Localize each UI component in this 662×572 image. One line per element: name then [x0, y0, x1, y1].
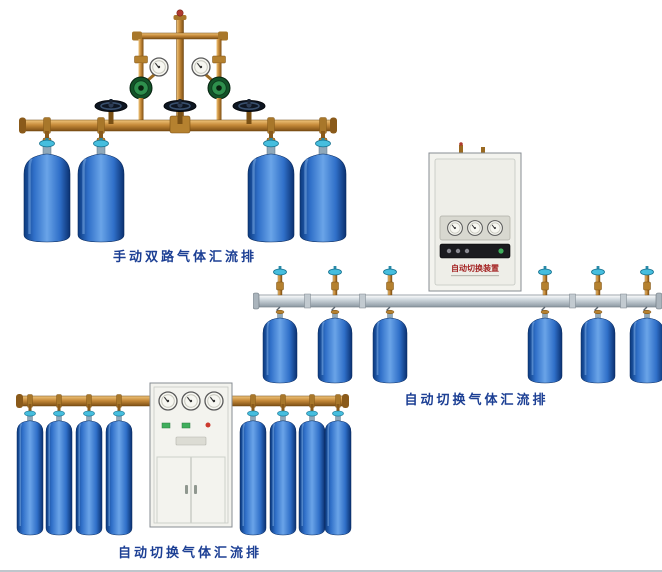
cylinder-station [527, 265, 563, 384]
panel-indicator-light [205, 422, 211, 428]
cabinet-gauge [467, 220, 483, 236]
cabinet-title: 自动切换装置 [451, 263, 499, 273]
riser-fitting [173, 15, 187, 20]
cylinder-station [372, 265, 408, 384]
cabinet-gauge [204, 391, 224, 411]
cylinder-station [239, 394, 267, 536]
gas-cylinder [45, 410, 73, 536]
cylinder-station [317, 265, 353, 384]
pipe-end-cap-left [253, 292, 260, 310]
cylinder-station [262, 265, 298, 384]
product-caption: 自动切换气体汇流排 [117, 546, 262, 561]
illustration-auto-switch-manifold: 自动切换装置 [253, 142, 662, 384]
illustration-auto-switch-manifold-2 [16, 382, 352, 536]
cylinder-station [580, 265, 616, 384]
panel-button [464, 248, 470, 254]
gas-cylinder [239, 410, 267, 536]
crossbar-elbow-right [218, 31, 228, 41]
cabinet-gauge [447, 220, 463, 236]
product-caption: 自动切换气体汇流排 [404, 393, 549, 408]
gas-cylinder [22, 136, 72, 244]
cylinder-station [298, 117, 348, 244]
pipe-end-cap-right [342, 394, 349, 408]
product-caption: 手动双路气体汇流排 [112, 250, 257, 265]
cylinder-station [75, 394, 103, 536]
valve-knob [591, 265, 605, 276]
control-cabinet [149, 382, 233, 528]
cabinet-label-plate [175, 436, 207, 446]
pressure-gauge [149, 57, 169, 77]
riser-cap [176, 9, 184, 17]
cylinder-station [269, 394, 297, 536]
gas-cylinder [298, 410, 326, 536]
cylinder-station [45, 394, 73, 536]
valve-knob [328, 265, 342, 276]
gas-cylinder [16, 410, 44, 536]
crossbar-elbow-left [132, 31, 142, 41]
gas-cylinder [372, 309, 408, 384]
panel-indicator-light [181, 422, 191, 429]
door-handle [185, 485, 188, 494]
pipe-end-cap-left [19, 117, 26, 134]
gas-cylinder [629, 309, 662, 384]
cylinder-station [16, 394, 44, 536]
cylinder-station [22, 117, 72, 244]
regulator-branch-right [191, 39, 231, 122]
valve-knob [383, 265, 397, 276]
cabinet-gauge [487, 220, 503, 236]
cylinder-station [105, 394, 133, 536]
gas-cylinder [76, 136, 126, 244]
panel-button [446, 248, 452, 254]
valve-knob [640, 265, 654, 276]
pressure-gauge [191, 57, 211, 77]
cylinder-station [324, 394, 352, 536]
pipe-end-cap-right [330, 117, 337, 134]
pipe-union [569, 293, 576, 309]
valve-knob [273, 265, 287, 276]
cabinet-doors [156, 456, 226, 524]
gas-cylinder [75, 410, 103, 536]
regulator-branch-left [129, 39, 169, 122]
pipe-union [359, 293, 366, 309]
gas-cylinder [105, 410, 133, 536]
pipe-union [620, 293, 627, 309]
gas-cylinder [269, 410, 297, 536]
gas-cylinder [527, 309, 563, 384]
cylinder-station [246, 117, 296, 244]
pipe-end-cap-right [655, 292, 662, 310]
cabinet-gauge [181, 391, 201, 411]
regulator-knob [207, 76, 231, 100]
door-handle [194, 485, 197, 494]
panel-indicator-light [498, 248, 504, 254]
control-panel [439, 243, 511, 259]
panel-button [455, 248, 461, 254]
gas-cylinder [324, 410, 352, 536]
valve-knob [538, 265, 552, 276]
gas-cylinder [580, 309, 616, 384]
cylinder-station [629, 265, 662, 384]
regulator-knob [129, 76, 153, 100]
pipe-end-cap-left [16, 394, 23, 408]
cylinder-station [76, 117, 126, 244]
control-cabinet: 自动切换装置 [428, 142, 522, 292]
manifold-pipe [254, 294, 661, 308]
pipe-union [304, 293, 311, 309]
illustration-manual-dual-manifold [19, 9, 348, 244]
panel-indicator-light [161, 422, 171, 429]
cylinder-station [298, 394, 326, 536]
cabinet-gauge [158, 391, 178, 411]
regulator-crossbar [133, 32, 227, 40]
